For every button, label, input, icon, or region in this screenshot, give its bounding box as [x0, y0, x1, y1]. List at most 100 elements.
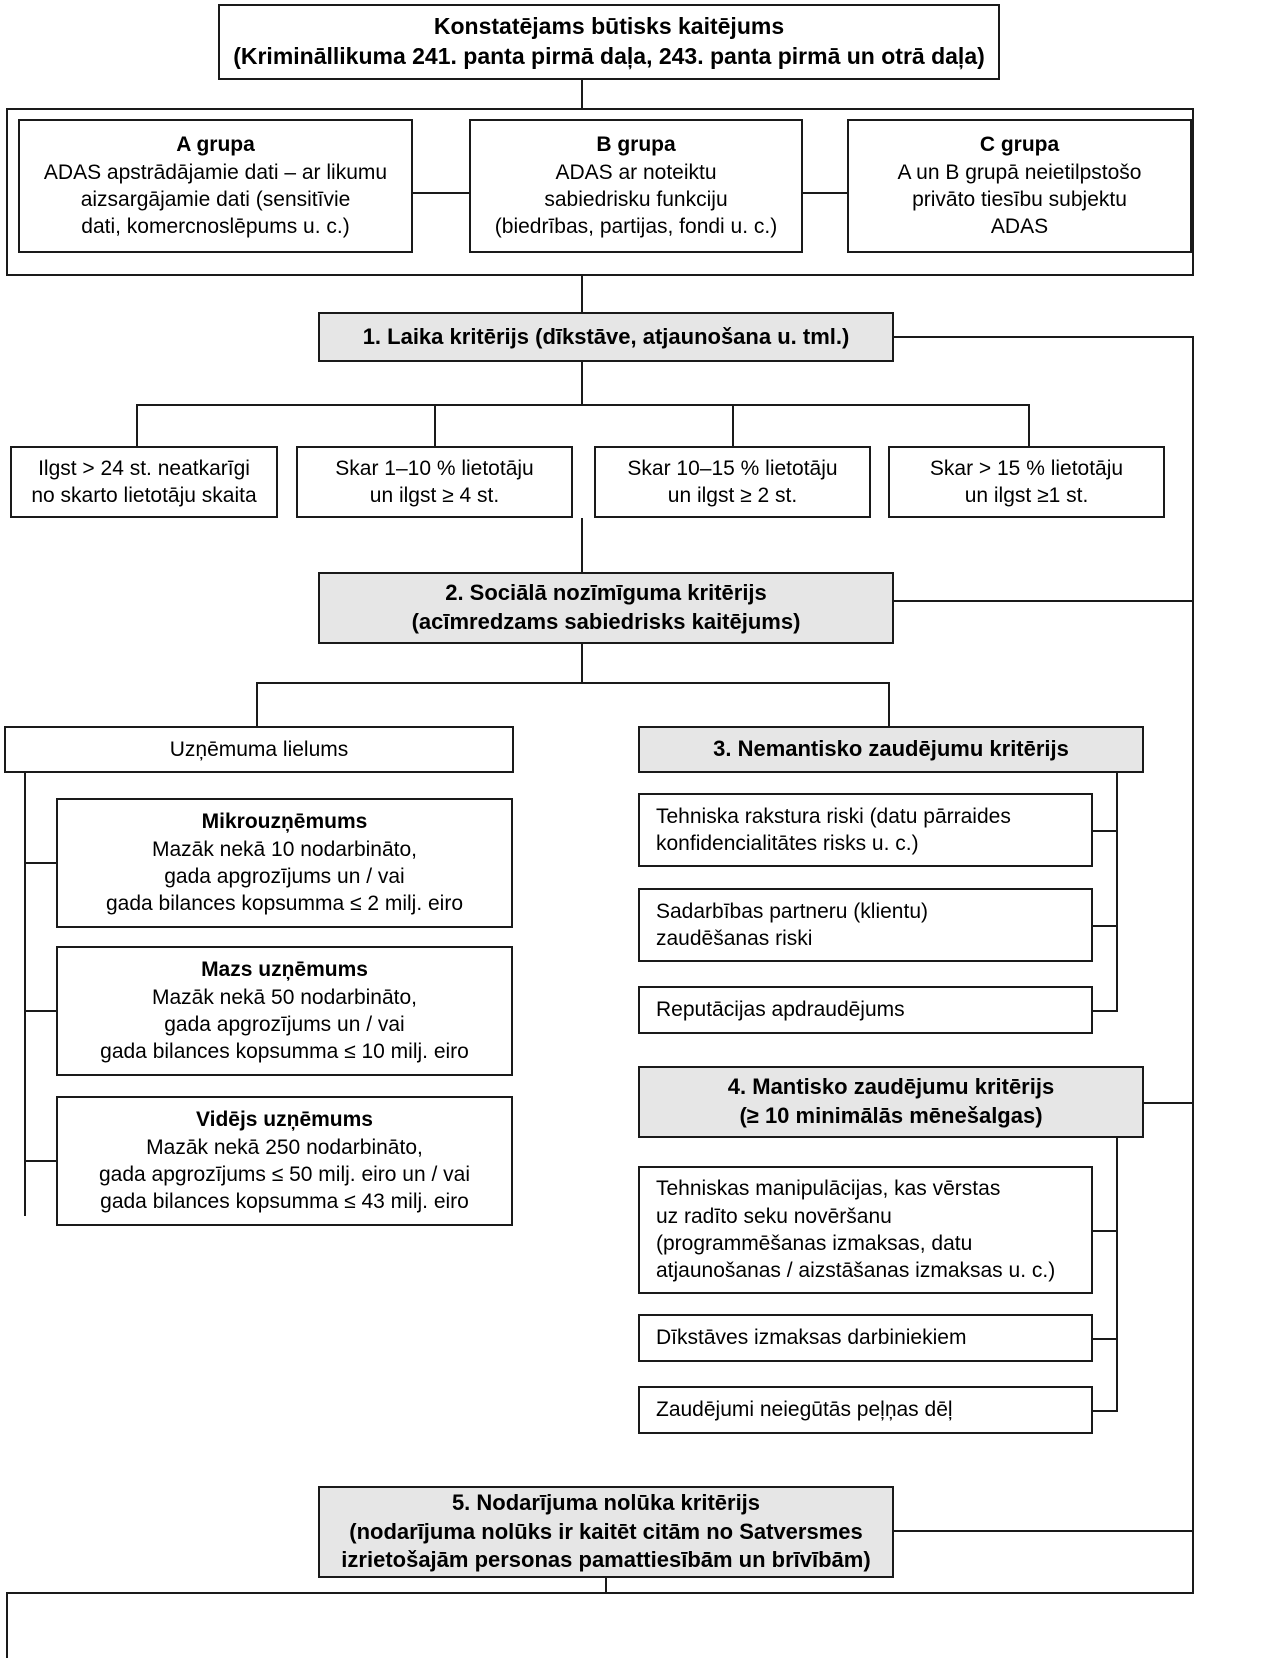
- rail-bottom: [6, 1592, 1194, 1594]
- time-item-1-line-2: no skarto lietotāju skaita: [31, 484, 257, 507]
- rail-criterion-3-items: [1116, 773, 1118, 1011]
- criterion-3-item-3: Reputācijas apdraudējums: [638, 986, 1093, 1034]
- criterion-3-title-text: 3. Nemantisko zaudējumu kritērijs: [713, 736, 1069, 762]
- connector-size-1: [24, 862, 58, 864]
- connector-crit5-bottom: [605, 1578, 607, 1594]
- company-size-box-micro: Mikrouzņēmums Mazāk nekā 10 nodarbināto,…: [56, 798, 513, 928]
- rail-criterion-4-items: [1116, 1138, 1118, 1410]
- criterion-4-item-1-line-2: uz radīto seku novēršanu: [656, 1204, 892, 1228]
- company-size-box-medium: Vidējs uzņēmums Mazāk nekā 250 nodarbinā…: [56, 1096, 513, 1226]
- criterion-4-title-line-2: (≥ 10 minimālās mēnešalgas): [739, 1103, 1043, 1128]
- criterion-5-title-line-1: 5. Nodarījuma nolūka kritērijs: [451, 1490, 761, 1516]
- criterion-4-item-3-line-1: Zaudējumi neiegūtās peļņas dēļ: [656, 1398, 953, 1422]
- connector-group-a-b: [410, 192, 472, 194]
- group-box-a: A grupa ADAS apstrādājamie dati – ar lik…: [18, 119, 413, 253]
- criterion-4-item-1: Tehniskas manipulācijas, kas vērstas uz …: [638, 1166, 1093, 1294]
- connector-title-to-groups: [581, 80, 583, 108]
- time-item-4-line-1: Skar > 15 % lietotāju: [929, 456, 1124, 480]
- criterion-4-item-1-line-3: (programmēšanas izmaksas, datu: [656, 1232, 973, 1255]
- criterion-5-title-line-3: izrietošajām personas pamattiesībām un b…: [341, 1547, 871, 1573]
- connector-crit1-right: [894, 336, 1194, 338]
- connector-size-2: [24, 1010, 58, 1012]
- connector-crit2-fan: [256, 682, 890, 684]
- criterion-3-item-2-line-1: Sadarbības partneru (klientu): [656, 899, 928, 923]
- time-item-1-line-1: Ilgst > 24 st. neatkarīgi: [38, 456, 250, 480]
- time-item-3-line-2: un ilgst ≥ 2 st.: [667, 484, 798, 507]
- criterion-3-item-1-line-1: Tehniska rakstura riski (datu pārraides: [656, 804, 1011, 828]
- time-criterion-item-4: Skar > 15 % lietotāju un ilgst ≥1 st.: [888, 446, 1165, 518]
- connector-crit1-branch-4: [1028, 404, 1030, 446]
- criterion-1-title-text: 1. Laika kritērijs (dīkstāve, atjaunošan…: [362, 323, 850, 349]
- criterion-3-title: 3. Nemantisko zaudējumu kritērijs: [638, 726, 1144, 773]
- group-b-line-3: (biedrības, partijas, fondi u. c.): [494, 215, 778, 239]
- group-b-line-2: sabiedrisku funkciju: [544, 188, 728, 211]
- company-size-small-line-3: gada bilances kopsumma ≤ 10 milj. eiro: [100, 1040, 469, 1064]
- connector-crit4-item-3: [1093, 1410, 1118, 1412]
- criterion-5-title: 5. Nodarījuma nolūka kritērijs (nodarīju…: [318, 1486, 894, 1578]
- company-size-label-text: Uzņēmuma lielums: [169, 737, 349, 761]
- connector-crit4-item-2: [1093, 1338, 1118, 1340]
- company-size-small-line-1: Mazāk nekā 50 nodarbināto,: [151, 985, 417, 1009]
- group-a-heading: A grupa: [176, 133, 255, 157]
- criterion-5-title-line-2: (nodarījuma nolūks ir kaitēt citām no Sa…: [349, 1518, 863, 1544]
- company-size-micro-line-2: gada apgrozījums un / vai: [164, 865, 405, 888]
- company-size-micro-heading: Mikrouzņēmums: [201, 810, 368, 834]
- group-c-line-2: privāto tiesību subjektu: [912, 188, 1127, 211]
- criterion-3-item-3-line-1: Reputācijas apdraudējums: [656, 998, 905, 1022]
- connector-crit1-branch-2: [434, 404, 436, 446]
- criterion-2-title-line-2: (acīmredzams sabiedrisks kaitējums): [411, 609, 801, 634]
- criterion-3-item-1-line-2: konfidencialitātes risks u. c.): [656, 832, 919, 855]
- time-item-3-line-1: Skar 10–15 % lietotāju: [627, 456, 838, 480]
- company-size-small-line-2: gada apgrozījums un / vai: [164, 1013, 405, 1036]
- connector-group-b-c: [800, 192, 850, 194]
- title-box: Konstatējams būtisks kaitējums (Krimināl…: [218, 4, 1000, 80]
- criterion-4-item-3: Zaudējumi neiegūtās peļņas dēļ: [638, 1386, 1093, 1434]
- group-c-heading: C grupa: [979, 133, 1060, 157]
- company-size-medium-line-1: Mazāk nekā 250 nodarbināto,: [146, 1135, 423, 1159]
- group-a-line-2: aizsargājamie dati (sensitīvie: [80, 188, 351, 211]
- company-size-micro-line-1: Mazāk nekā 10 nodarbināto,: [151, 837, 417, 861]
- connector-crit1-fan: [136, 404, 1030, 406]
- group-c-line-1: A un B grupā neietilpstošo: [897, 160, 1142, 184]
- rail-right-main: [1192, 336, 1194, 1594]
- criterion-3-item-2-line-2: zaudēšanas riski: [656, 927, 813, 950]
- criterion-4-item-2-line-1: Dīkstāves izmaksas darbiniekiem: [656, 1326, 967, 1350]
- criterion-4-title: 4. Mantisko zaudējumu kritērijs (≥ 10 mi…: [638, 1066, 1144, 1138]
- connector-crit1-branch-1: [136, 404, 138, 446]
- connector-groups-to-crit1: [581, 276, 583, 312]
- connector-crit2-down: [581, 644, 583, 684]
- group-a-line-3: dati, komercnoslēpums u. c.): [81, 215, 350, 239]
- time-item-2-line-2: un ilgst ≥ 4 st.: [369, 484, 500, 507]
- company-size-medium-line-2: gada apgrozījums ≤ 50 milj. eiro un / va…: [98, 1163, 471, 1186]
- rail-bottom-left: [6, 1594, 8, 1658]
- connector-crit3-item-1: [1093, 830, 1118, 832]
- connector-crit3-item-3: [1093, 1010, 1118, 1012]
- title-line-1: Konstatējams būtisks kaitējums: [433, 13, 785, 40]
- company-size-micro-line-3: gada bilances kopsumma ≤ 2 milj. eiro: [105, 892, 464, 916]
- rail-company-size: [24, 773, 26, 1216]
- group-box-b: B grupa ADAS ar noteiktu sabiedrisku fun…: [469, 119, 803, 253]
- connector-time-to-crit2: [581, 518, 583, 572]
- time-item-2-line-1: Skar 1–10 % lietotāju: [335, 456, 534, 480]
- criterion-3-item-1: Tehniska rakstura riski (datu pārraides …: [638, 793, 1093, 867]
- company-size-medium-line-3: gada bilances kopsumma ≤ 43 milj. eiro: [100, 1190, 469, 1214]
- group-box-c: C grupa A un B grupā neietilpstošo privā…: [847, 119, 1192, 253]
- company-size-label-box: Uzņēmuma lielums: [4, 726, 514, 773]
- connector-size-3: [24, 1160, 58, 1162]
- time-criterion-item-3: Skar 10–15 % lietotāju un ilgst ≥ 2 st.: [594, 446, 871, 518]
- group-a-line-1: ADAS apstrādājamie dati – ar likumu: [43, 160, 388, 184]
- group-b-line-1: ADAS ar noteiktu: [555, 160, 717, 184]
- criterion-2-title: 2. Sociālā nozīmīguma kritērijs (acīmred…: [318, 572, 894, 644]
- criterion-3-item-2: Sadarbības partneru (klientu) zaudēšanas…: [638, 888, 1093, 962]
- connector-crit1-down: [581, 362, 583, 406]
- company-size-box-small: Mazs uzņēmums Mazāk nekā 50 nodarbināto,…: [56, 946, 513, 1076]
- connector-crit2-branch-left: [256, 682, 258, 726]
- criterion-4-item-2: Dīkstāves izmaksas darbiniekiem: [638, 1314, 1093, 1362]
- criterion-4-title-line-1: 4. Mantisko zaudējumu kritērijs: [727, 1074, 1055, 1100]
- connector-crit3-item-2: [1093, 925, 1118, 927]
- connector-crit1-branch-3: [732, 404, 734, 446]
- connector-crit4-item-1: [1093, 1230, 1118, 1232]
- connector-crit4-right: [1144, 1102, 1192, 1104]
- group-c-line-3: ADAS: [990, 215, 1049, 239]
